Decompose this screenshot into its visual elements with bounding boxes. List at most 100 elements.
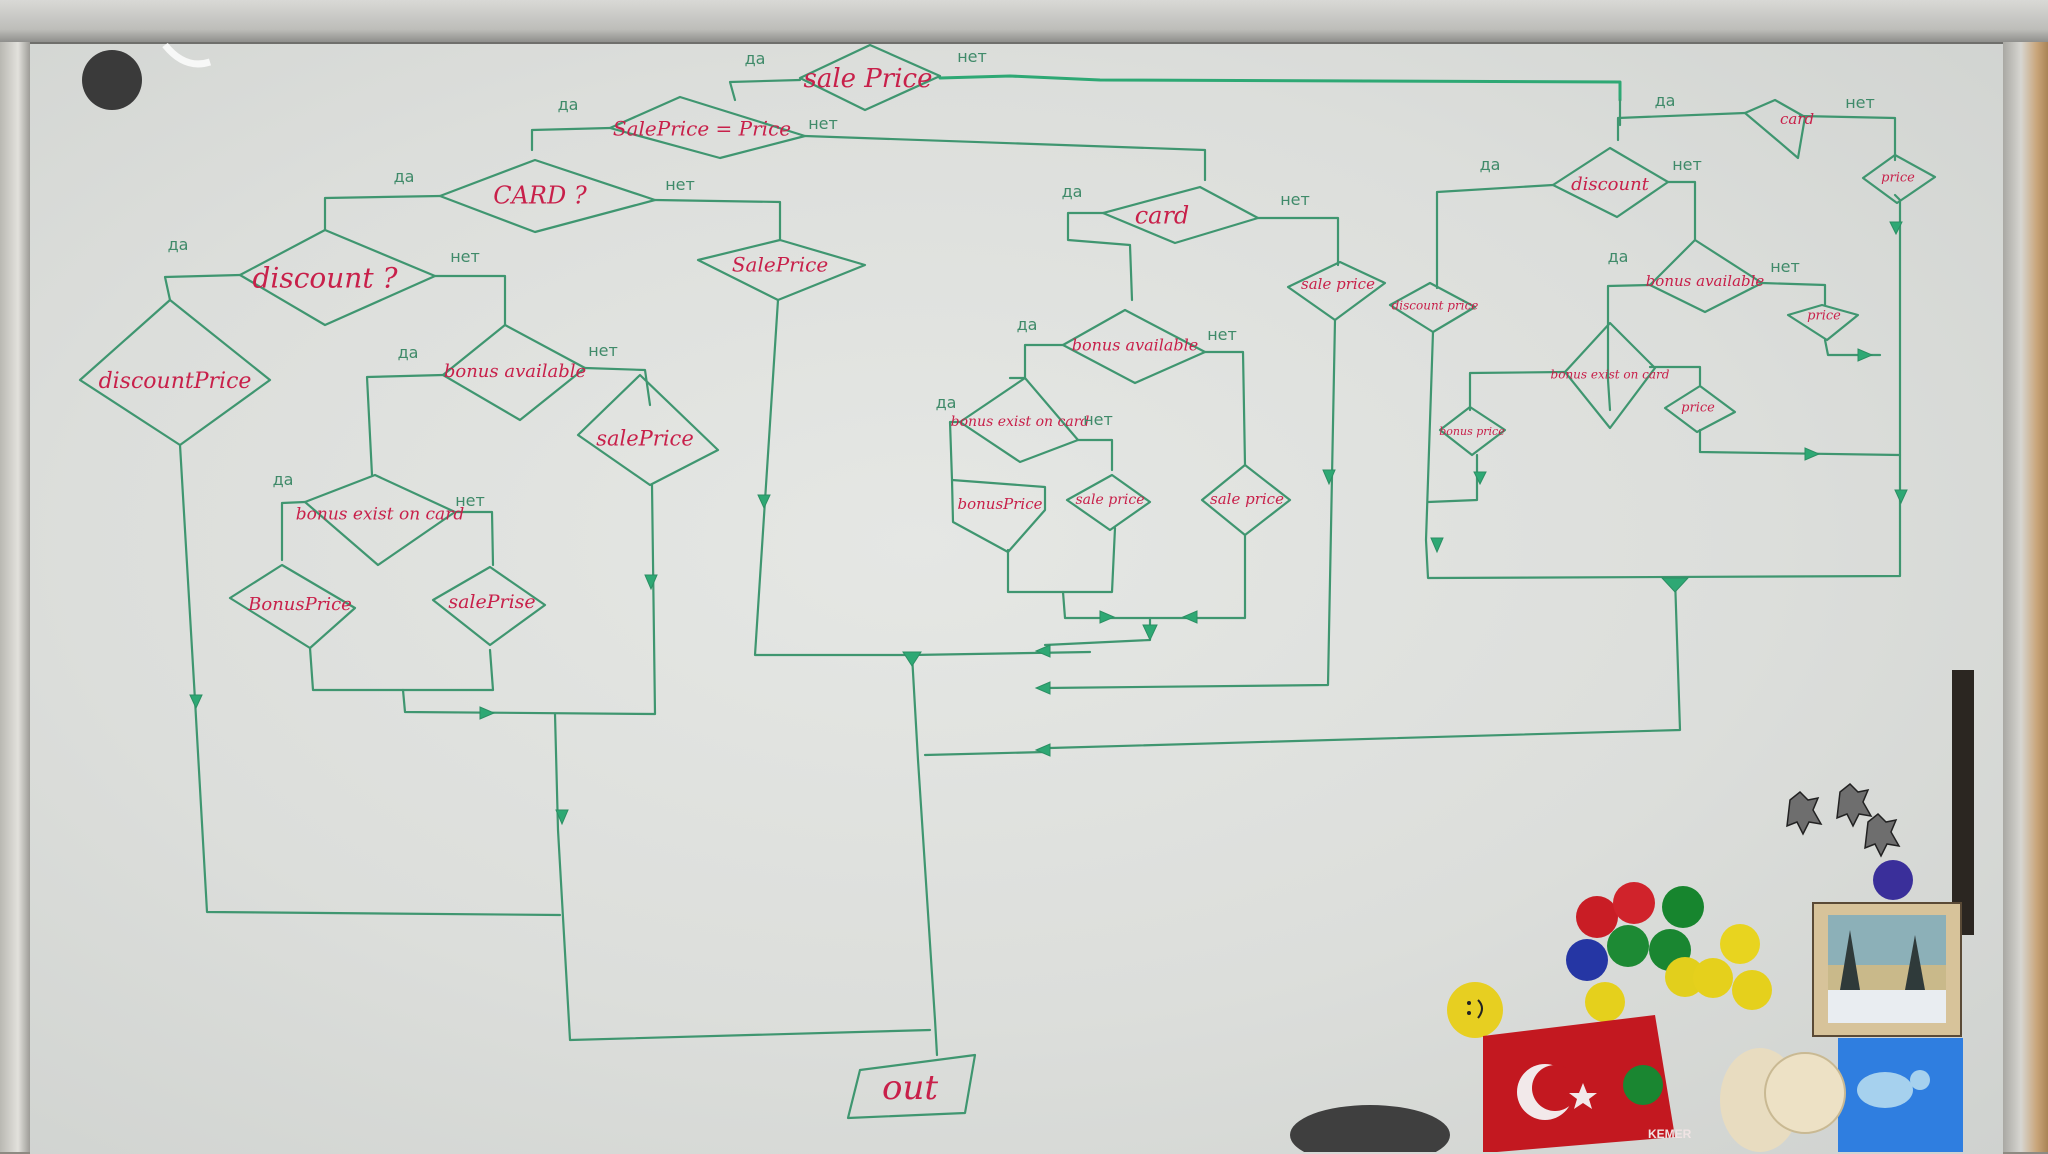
node-price-3: price — [1663, 384, 1737, 434]
branch-label-no: нет — [1672, 155, 1702, 174]
process-diamond — [696, 238, 867, 302]
decision-diamond — [1648, 238, 1764, 314]
edge — [1648, 365, 1702, 387]
arrow-head — [1099, 610, 1116, 624]
edge — [178, 443, 562, 917]
red-magnet — [1576, 896, 1618, 938]
branch-label-yes: да — [936, 393, 957, 412]
process-diamond — [1663, 384, 1737, 434]
branch-label-yes: да — [398, 343, 419, 362]
branch-label-yes: да — [1062, 182, 1083, 201]
decision-diamond — [303, 473, 457, 567]
node-label: sale price — [1301, 275, 1375, 293]
edge — [365, 373, 445, 477]
arrow-head — [644, 574, 658, 591]
node-label: salePrice — [596, 427, 694, 451]
branch-label-yes: да — [168, 235, 189, 254]
arrow-head — [479, 706, 496, 720]
eraser-strip — [1952, 670, 1974, 935]
arrow-heads — [189, 221, 1908, 826]
branch-label-no: нет — [450, 247, 480, 266]
node-label: SalePrice = Price — [613, 117, 791, 141]
edge — [1606, 283, 1652, 412]
edge — [280, 500, 307, 562]
magnets: KEMER — [82, 50, 1974, 1152]
process-diamond — [78, 298, 272, 447]
arrow-head — [1894, 489, 1908, 505]
arrow-head — [1804, 447, 1821, 461]
edges — [163, 74, 1902, 1057]
smiley-eye — [1467, 1011, 1471, 1015]
node-bonus-price-1: BonusPrice — [228, 563, 357, 650]
node-label: discount — [1571, 174, 1650, 195]
edge — [1043, 616, 1152, 647]
gray-meeple-magnet — [1786, 790, 1823, 836]
blue-magnet — [1566, 939, 1608, 981]
arrow-head — [1473, 471, 1487, 486]
edge — [653, 198, 782, 242]
yellow-smiley-magnet — [1447, 982, 1503, 1038]
smiley-eye — [1467, 1001, 1471, 1005]
arrow-head — [1034, 644, 1051, 658]
process-diamond — [1286, 260, 1387, 322]
node-label: discountPrice — [99, 369, 252, 394]
node-card-3: card — [1743, 98, 1814, 160]
node-bonus-exist-on-card-3: bonus exist on card — [1551, 321, 1670, 430]
node-label: card — [1780, 110, 1814, 128]
node-label: BonusPrice — [247, 594, 352, 615]
gray-meeple-magnet — [1836, 782, 1873, 828]
node-label: price — [1881, 171, 1915, 186]
picture-snow — [1828, 990, 1946, 1023]
crescent-inner — [1532, 1065, 1578, 1111]
edge — [1424, 193, 1902, 580]
edge — [1760, 281, 1827, 307]
edge — [1256, 216, 1340, 267]
edge — [1076, 438, 1114, 472]
node-label: bonus price — [1439, 425, 1505, 438]
process-shape — [950, 478, 1047, 554]
node-saleprice-equals-price: SalePrice = Price — [608, 95, 807, 160]
node-bonus-available-1: bonus available — [441, 323, 586, 422]
node-label: card — [1135, 202, 1190, 230]
node-label: bonus exist on card — [951, 414, 1090, 430]
edge — [910, 650, 1092, 657]
turkish-flag-magnet: KEMER — [1483, 1015, 1692, 1152]
edge — [323, 194, 442, 232]
arrow-head — [1181, 610, 1198, 624]
board-frame-right — [2003, 0, 2048, 1152]
node-label: discount ? — [252, 262, 398, 295]
node-label: out — [882, 1068, 938, 1108]
branch-label-no: нет — [665, 175, 695, 194]
red-magnet — [1613, 882, 1655, 924]
edge — [1666, 180, 1697, 242]
decision-diamond — [1563, 321, 1657, 430]
branch-label-no: нет — [1280, 190, 1310, 209]
picture-tree — [1905, 935, 1925, 990]
node-bonus-price-3: bonus price — [1438, 405, 1507, 457]
process-diamond — [1200, 463, 1292, 537]
decision-diamond — [1551, 146, 1670, 219]
green-magnet — [1607, 925, 1649, 967]
edge — [1698, 428, 1902, 457]
edge — [1468, 370, 1567, 412]
process-diamond — [431, 565, 547, 647]
yellow-magnet — [1693, 958, 1733, 998]
edge — [1435, 183, 1555, 290]
process-diamond — [1861, 153, 1937, 205]
smiley-mouth — [1477, 999, 1483, 1019]
node-label: discount price — [1392, 299, 1479, 313]
edge — [1798, 114, 1897, 162]
decision-diamond — [438, 158, 657, 234]
sculpture-shield — [1764, 1052, 1846, 1134]
board-frame-left — [0, 0, 30, 1152]
snowman-head — [1910, 1070, 1930, 1090]
dark-object — [1290, 1105, 1450, 1152]
arrow-head — [1889, 221, 1903, 236]
decision-diamond — [1743, 98, 1807, 160]
node-sale-price-2: salePrice — [576, 373, 720, 487]
node-sale-price-root: sale Price — [798, 43, 942, 112]
node-label: CARD ? — [493, 182, 587, 210]
blue-snowman-magnet — [1838, 1038, 1963, 1152]
arrow-head — [189, 694, 203, 710]
